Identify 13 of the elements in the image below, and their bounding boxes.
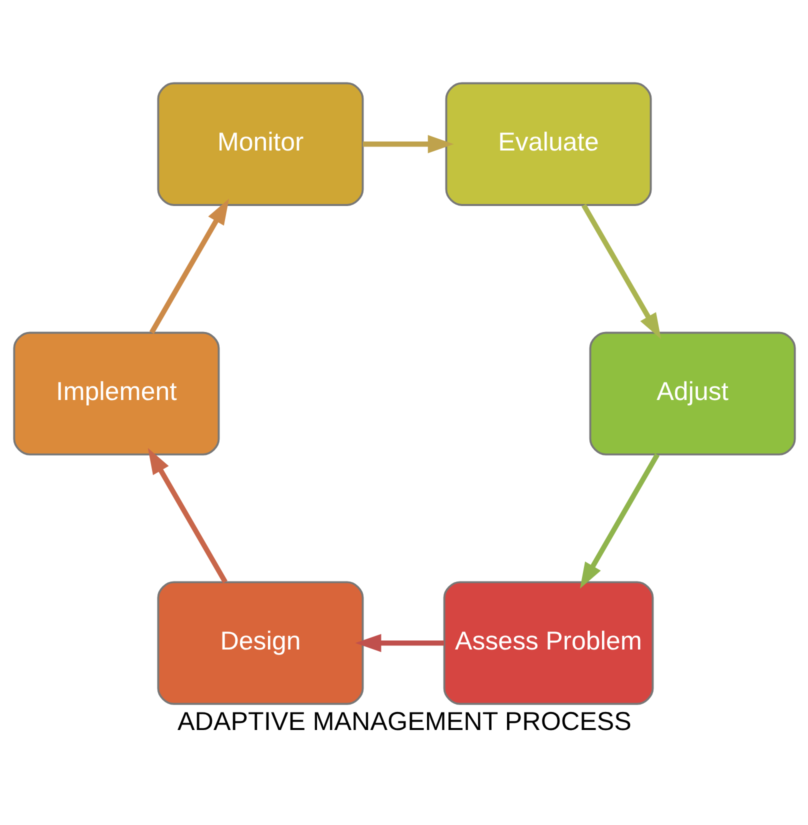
node-box: Design [156, 580, 364, 704]
node-box: Evaluate [444, 82, 652, 206]
arrow [147, 448, 227, 583]
arrow [354, 633, 444, 652]
node-box: Adjust [588, 331, 796, 455]
arrow [362, 134, 454, 153]
arrow [579, 452, 660, 588]
arrow [581, 203, 661, 339]
node-box: Monitor [156, 82, 364, 206]
node-box: Assess Problem [442, 580, 654, 704]
arrow [148, 198, 229, 334]
node-box: Implement [12, 331, 220, 455]
diagram-title: ADAPTIVE MANAGEMENT PROCESS [177, 707, 631, 736]
